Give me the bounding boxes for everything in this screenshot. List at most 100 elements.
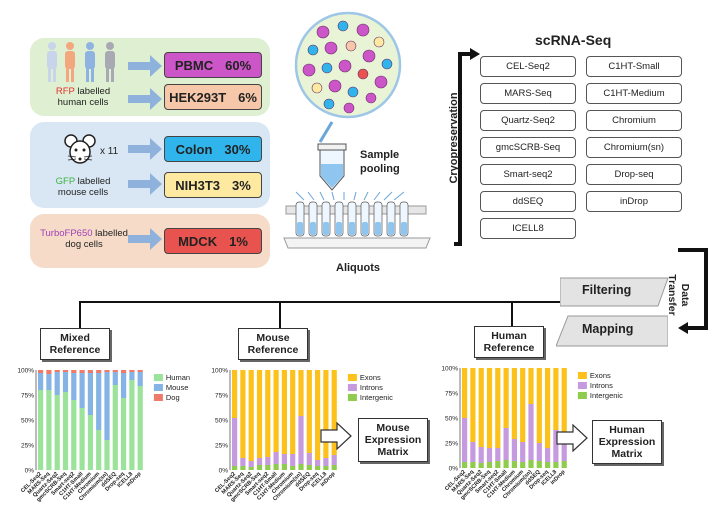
- y-tick-label: 75%: [215, 393, 228, 400]
- tech-item: Chromium(sn): [586, 137, 682, 158]
- y-tick-label: 50%: [21, 418, 34, 425]
- human-chart: 100%75%50%25%0%CEL-Seq2MARS-SeqQuartz-Se…: [441, 366, 623, 502]
- bar-segment: [462, 462, 468, 468]
- mouse-icon: [64, 134, 96, 164]
- bar-segment: [96, 430, 102, 470]
- bar-segment: [478, 447, 484, 463]
- bar-segment: [121, 373, 127, 398]
- bar-segment: [79, 408, 85, 470]
- bar-segment: [511, 368, 517, 439]
- legend-swatch: [153, 374, 163, 381]
- legend-label: Dog: [166, 393, 180, 402]
- bar-segment: [323, 466, 329, 470]
- bar-segment: [62, 372, 69, 392]
- tech-item: ICELL8: [480, 218, 576, 239]
- bar-segment: [129, 370, 135, 372]
- bar-segment: [561, 368, 567, 441]
- tech-item: Quartz-Seq2: [480, 110, 576, 131]
- bar-segment: [137, 386, 143, 470]
- bar-segment: [520, 368, 526, 442]
- bar-segment: [248, 467, 254, 470]
- bar-segment: [265, 457, 271, 465]
- bar-segment: [129, 380, 135, 470]
- x11-label: x 11: [100, 146, 119, 157]
- bar-segment: [273, 452, 279, 464]
- bar-segment: [520, 462, 526, 468]
- tech-item: Chromium: [586, 110, 682, 131]
- legend-label: Exons: [590, 371, 611, 380]
- bar-segment: [536, 461, 542, 468]
- legend-swatch: [577, 372, 587, 379]
- bar-segment: [528, 368, 534, 404]
- bar-segment: [503, 428, 509, 460]
- legend-swatch: [153, 384, 163, 391]
- bar-segment: [495, 448, 501, 461]
- bar-segment: [478, 368, 484, 447]
- bar-segment: [256, 370, 263, 458]
- cryo-arrow: [454, 48, 480, 246]
- bar-segment: [520, 442, 526, 462]
- bar-segment: [38, 390, 44, 470]
- bar-segment: [121, 370, 127, 373]
- arrows-icon: [128, 55, 162, 250]
- bar-segment: [87, 373, 93, 415]
- y-tick-label: 25%: [215, 443, 228, 450]
- y-tick-label: 0%: [25, 468, 35, 475]
- bar-segment: [298, 370, 304, 416]
- mixed-chart: 100%75%50%25%0%CEL-Seq2MARS-SeqQuartz-Se…: [17, 368, 190, 504]
- bar-segment: [240, 466, 246, 470]
- bar-segment: [462, 368, 468, 418]
- bar-segment: [323, 458, 329, 466]
- legend-swatch: [347, 394, 357, 401]
- bar-segment: [256, 465, 263, 470]
- mapping-shape: [556, 315, 668, 347]
- cell-pool-icon: [294, 11, 402, 119]
- bar-segment: [298, 416, 304, 464]
- bar-segment: [265, 465, 271, 470]
- branch-lines: [79, 301, 560, 328]
- legend-label: Intergenic: [590, 391, 623, 400]
- bar-segment: [486, 368, 493, 448]
- bar-segment: [248, 370, 254, 461]
- y-tick-label: 50%: [445, 416, 458, 423]
- bar-segment: [331, 465, 337, 470]
- bar-segment: [315, 370, 321, 460]
- y-tick-label: 75%: [21, 393, 34, 400]
- tech-item: ddSEQ: [480, 191, 576, 212]
- mouse-chart: 100%75%50%25%0%CEL-Seq2MARS-SeqQuartz-Se…: [211, 368, 393, 504]
- legend-label: Exons: [360, 373, 381, 382]
- bar-segment: [38, 370, 44, 373]
- y-tick-label: 50%: [215, 418, 228, 425]
- filtering-label: Filtering: [582, 283, 632, 297]
- legend-swatch: [347, 384, 357, 391]
- bar-segment: [121, 398, 127, 470]
- bar-segment: [104, 370, 110, 372]
- bar-segment: [281, 370, 287, 454]
- bar-segment: [137, 372, 143, 386]
- y-tick-label: 100%: [441, 366, 458, 373]
- bar-segment: [478, 463, 484, 468]
- y-tick-label: 100%: [211, 368, 228, 375]
- tech-item: MARS-Seq: [480, 83, 576, 104]
- bar-segment: [71, 373, 77, 400]
- legend-swatch: [347, 374, 357, 381]
- tech-item: C1HT-Medium: [586, 83, 682, 104]
- bar-segment: [511, 439, 517, 461]
- bar-segment: [62, 370, 69, 372]
- human-matrix-arrow: [556, 424, 588, 452]
- legend-label: Introns: [360, 383, 383, 392]
- bar-segment: [46, 374, 52, 390]
- bar-segment: [62, 392, 69, 470]
- bar-segment: [104, 372, 110, 440]
- bar-segment: [545, 462, 551, 468]
- bar-segment: [256, 458, 263, 465]
- bar-segment: [232, 370, 238, 418]
- y-tick-label: 75%: [445, 391, 458, 398]
- tech-item: Drop-seq: [586, 164, 682, 185]
